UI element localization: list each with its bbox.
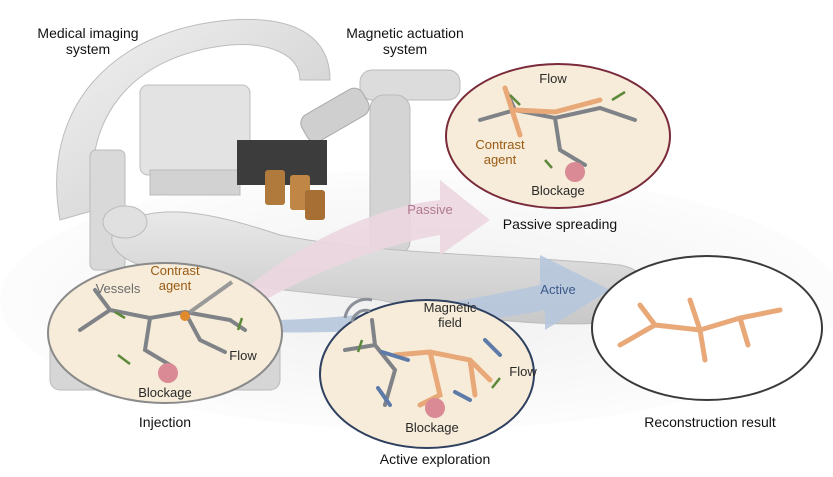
passive-caption: Passive spreading bbox=[502, 216, 618, 232]
reconstruction-panel bbox=[591, 255, 823, 401]
passive-arrow-label: Passive bbox=[407, 202, 453, 217]
reconstruction-caption: Reconstruction result bbox=[644, 414, 776, 430]
injection-blockage-label: Blockage bbox=[138, 385, 192, 400]
active-arrow bbox=[265, 255, 610, 333]
passive-arrow bbox=[250, 180, 490, 300]
passive-contrast-label: Contrast agent bbox=[475, 137, 525, 167]
active-blockage-label: Blockage bbox=[405, 420, 459, 435]
magnetic-field-label: Magnetic field bbox=[423, 300, 477, 330]
passive-spreading-panel bbox=[445, 63, 671, 209]
passive-blockage-label: Blockage bbox=[531, 183, 585, 198]
injection-caption: Injection bbox=[138, 414, 192, 430]
robot-arm bbox=[237, 69, 461, 256]
imaging-system-label: Medical imaging system bbox=[37, 25, 139, 58]
active-flow-label: Flow bbox=[509, 364, 537, 379]
active-caption: Active exploration bbox=[379, 451, 491, 467]
injection-vessels-label: Vessels bbox=[95, 281, 141, 296]
actuation-system-label: Magnetic actuation system bbox=[346, 25, 464, 58]
active-arrow-label: Active bbox=[540, 282, 576, 297]
active-exploration-panel bbox=[319, 297, 535, 449]
injection-contrast-label: Contrast agent bbox=[150, 263, 200, 293]
passive-flow-label: Flow bbox=[539, 71, 567, 86]
injection-panel bbox=[47, 262, 283, 404]
injection-flow-label: Flow bbox=[229, 348, 257, 363]
